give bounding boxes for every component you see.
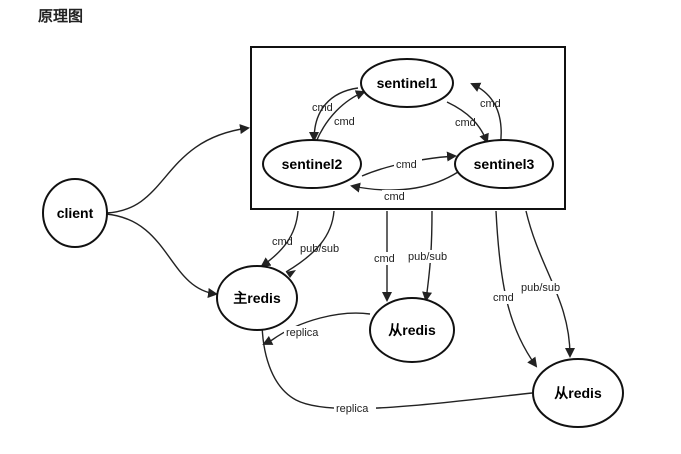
page-title: 原理图 <box>38 8 84 25</box>
sentinel-cluster-box <box>250 46 566 210</box>
sentinel3-label: sentinel3 <box>474 156 535 172</box>
node-sentinel2: sentinel2 <box>262 139 362 189</box>
edge-cmd-to-slave2 <box>495 210 538 368</box>
node-master-redis: 主redis <box>216 265 298 331</box>
edge-s1-to-s2 <box>315 90 366 143</box>
edge-label-slave2-replica: replica <box>336 403 369 415</box>
slave1-redis-label: 从redis <box>388 322 436 338</box>
edge-label-s1-s3: cmd <box>455 117 476 129</box>
edge-client-to-sentinels <box>105 124 250 214</box>
edge-label-slave1-cmd: cmd <box>374 253 395 265</box>
edge-label-s1-s2: cmd <box>334 116 355 128</box>
edge-label-s2-s1: cmd <box>312 102 333 114</box>
edge-s3-to-s2 <box>350 171 459 193</box>
edge-master-pubsub <box>285 210 335 273</box>
edge-label-master-cmd: cmd <box>272 236 293 248</box>
node-slave1-redis: 从redis <box>369 297 455 363</box>
edge-label-slave1-replica: replica <box>286 327 319 339</box>
edge-label-master-pubsub: pub/sub <box>300 243 339 255</box>
sentinel1-label: sentinel1 <box>377 75 438 91</box>
edge-label-s3-s1: cmd <box>480 98 501 110</box>
client-label: client <box>57 205 94 221</box>
edge-cmd-to-master <box>260 210 299 268</box>
edge-s1-to-s3 <box>446 101 489 144</box>
sentinel2-label: sentinel2 <box>282 156 343 172</box>
edge-client-to-master <box>105 213 218 298</box>
edge-slave1-replica <box>262 312 371 345</box>
edge-s2-to-s1 <box>309 87 359 142</box>
edge-label-s3-s2: cmd <box>384 191 405 203</box>
slave2-redis-label: 从redis <box>554 385 602 401</box>
edge-label-slave1-pubsub: pub/sub <box>408 251 447 263</box>
edge-label-slave2-pubsub: pub/sub <box>521 282 560 294</box>
node-sentinel1: sentinel1 <box>360 58 454 108</box>
edge-label-s2-s3: cmd <box>396 159 417 171</box>
edge-slave2-replica <box>257 318 533 410</box>
node-client: client <box>42 178 108 248</box>
edge-label-slave2-cmd: cmd <box>493 292 514 304</box>
edge-s3-to-s1 <box>470 82 502 149</box>
master-redis-label: 主redis <box>233 290 281 306</box>
node-sentinel3: sentinel3 <box>454 139 554 189</box>
node-slave2-redis: 从redis <box>532 358 624 428</box>
